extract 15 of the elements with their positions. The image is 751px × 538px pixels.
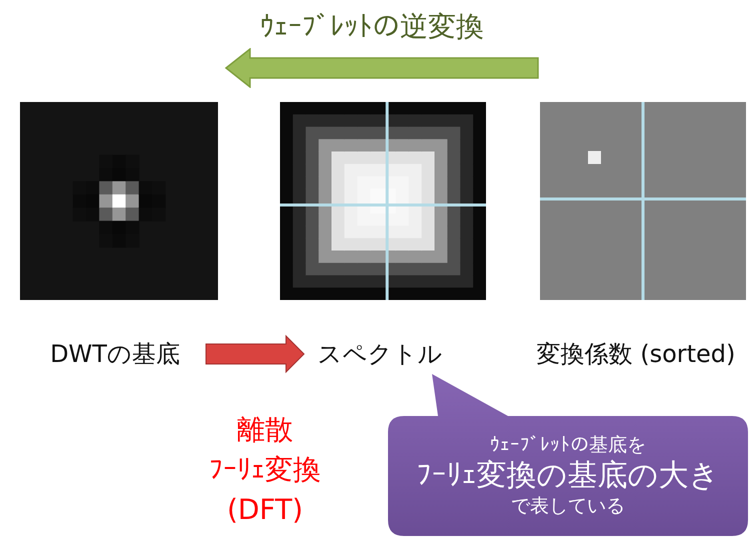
coefficient-image: [540, 102, 746, 300]
image-caption: 変換係数 (sorted): [525, 336, 747, 372]
wavelet-basis-image: [20, 102, 218, 300]
annotation-text: ﾌｰﾘｪ変換: [208, 452, 322, 488]
image-caption: スペクトル: [310, 336, 450, 372]
speech-bubble: [388, 372, 748, 536]
spectrum-image: [280, 102, 486, 300]
arrow-label: ｳｪｰﾌﾞﾚｯﾄの逆変換: [260, 9, 484, 45]
annotation-text: (DFT): [226, 492, 304, 528]
arrow: [206, 334, 305, 374]
annotation-text: 離散: [236, 412, 294, 448]
image-caption: DWTの基底: [30, 336, 200, 372]
callout-heading: ﾌｰﾘｪ変換の基底の大き: [416, 457, 720, 495]
callout-text: ｳｪｰﾌﾞﾚｯﾄの基底を: [490, 434, 646, 458]
callout-text: で表している: [511, 494, 625, 518]
